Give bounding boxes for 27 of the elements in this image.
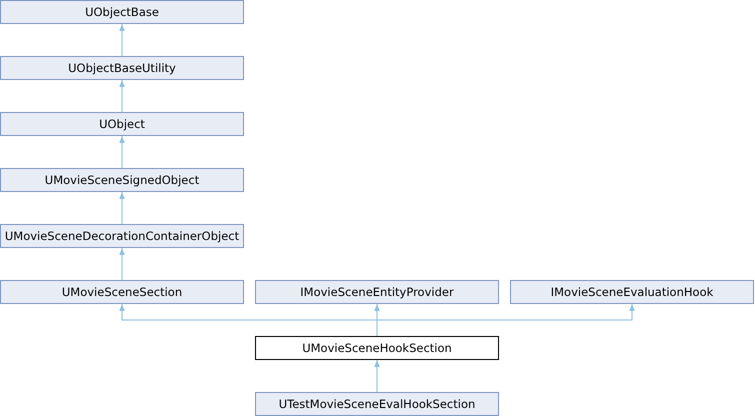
- class-box: [0, 224, 244, 248]
- inheritance-arrow: [119, 136, 125, 168]
- class-name: UMovieSceneDecorationContainerObject: [4, 229, 240, 243]
- class-box: [0, 56, 244, 80]
- class-name: UObjectBase: [85, 5, 159, 19]
- class-name: UObjectBaseUtility: [68, 61, 176, 75]
- class-box: [0, 112, 244, 136]
- class-box: [0, 168, 244, 192]
- class-box: [255, 392, 499, 416]
- inheritance-arrow: [119, 24, 125, 56]
- class-name: UMovieSceneSignedObject: [44, 173, 200, 187]
- class-box: [510, 280, 754, 304]
- class-box: [0, 0, 244, 24]
- class-box: [0, 280, 244, 304]
- class-box: [255, 336, 499, 360]
- inheritance-arrow: [376, 304, 635, 336]
- class-name: UObject: [99, 117, 145, 131]
- class-name: IMovieSceneEvaluationHook: [550, 285, 714, 299]
- inheritance-arrow: [119, 80, 125, 112]
- inheritance-arrow: [119, 192, 125, 224]
- class-name: IMovieSceneEntityProvider: [300, 285, 454, 299]
- class-name: UTestMovieSceneEvalHookSection: [278, 397, 476, 411]
- class-name: UMovieSceneSection: [62, 285, 182, 299]
- inheritance-arrow: [374, 360, 380, 392]
- class-name: UMovieSceneHookSection: [302, 341, 452, 355]
- inheritance-arrow: [119, 248, 125, 280]
- class-box: [255, 280, 499, 304]
